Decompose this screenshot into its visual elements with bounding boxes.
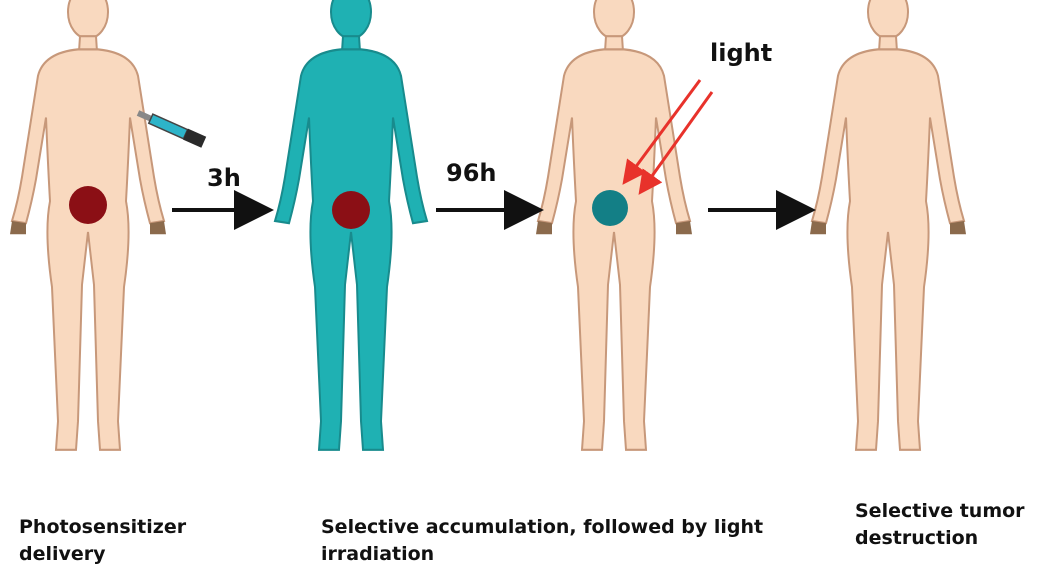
hand-left-icon bbox=[10, 221, 26, 234]
caption-line: irradiation bbox=[321, 541, 763, 568]
caption-accumulation: Selective accumulation, followed by ligh… bbox=[321, 514, 763, 568]
figure-destruction bbox=[810, 0, 966, 450]
figure-delivery bbox=[10, 0, 166, 450]
hand-right-icon bbox=[676, 221, 692, 234]
arrow-label-3h: 3h bbox=[207, 164, 241, 192]
light-label: light bbox=[710, 39, 772, 67]
caption-delivery: Photosensitizer delivery bbox=[19, 514, 186, 568]
caption-line: Selective accumulation, followed by ligh… bbox=[321, 514, 763, 541]
hand-left-icon bbox=[536, 221, 552, 234]
tumor-teal bbox=[592, 190, 628, 226]
arrow-label-96h: 96h bbox=[446, 159, 496, 187]
caption-destruction: Selective tumor destruction bbox=[855, 498, 1025, 552]
caption-line: delivery bbox=[19, 541, 186, 568]
caption-line: destruction bbox=[855, 525, 1025, 552]
hand-right-icon bbox=[950, 221, 966, 234]
hand-left-icon bbox=[810, 221, 826, 234]
tumor-red bbox=[332, 191, 370, 229]
hand-right-icon bbox=[150, 221, 166, 234]
human-body-skin bbox=[812, 0, 964, 450]
caption-line: Photosensitizer bbox=[19, 514, 186, 541]
caption-line: Selective tumor bbox=[855, 498, 1025, 525]
tumor-red bbox=[69, 186, 107, 224]
human-body-skin bbox=[12, 0, 164, 450]
